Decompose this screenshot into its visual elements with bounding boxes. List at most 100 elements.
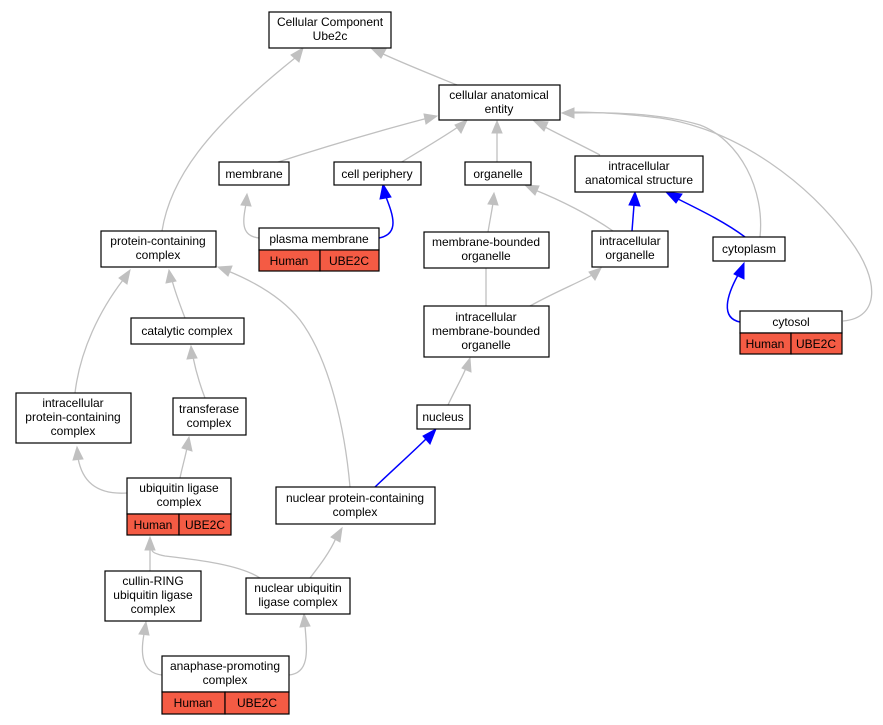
edge-cytosol-to-cae — [571, 111, 873, 322]
edge-arrowhead — [532, 120, 549, 132]
node-label: intracellular — [599, 234, 660, 248]
node-cytosol[interactable]: cytosol Human UBE2C — [739, 310, 843, 355]
edge-nulc-to-npcc — [309, 537, 337, 579]
edge-cytosol-to-cytoplasm — [726, 274, 741, 323]
node-label: intracellular — [455, 310, 516, 324]
node-cullin-ring-ubiquitin-ligase-complex[interactable]: cullin-RING ubiquitin ligase complex — [104, 570, 202, 622]
node-membrane-bounded-organelle[interactable]: membrane-bounded organelle — [423, 231, 550, 269]
edge-arrowhead-blue — [733, 261, 745, 280]
node-intracellular-organelle[interactable]: intracellular organelle — [591, 230, 669, 268]
edge-ulc-to-transferase — [179, 447, 188, 479]
edge-ulc-to-ipcc — [77, 457, 128, 494]
node-label: membrane-bounded — [432, 235, 540, 249]
annotation-gene: UBE2C — [185, 518, 225, 532]
edge-protein-complex-to-root — [161, 57, 296, 232]
node-label: membrane-bounded — [432, 324, 540, 338]
edge-arrowhead — [290, 46, 304, 63]
node-anaphase-promoting-complex[interactable]: anaphase-promoting complex Human UBE2C — [161, 655, 290, 715]
part-of-edges — [374, 182, 746, 488]
annotation-species: Human — [746, 337, 785, 351]
node-cytoplasm[interactable]: cytoplasm — [712, 236, 786, 262]
node-label: Cellular Component — [277, 15, 384, 29]
edge-arrowhead — [240, 192, 252, 207]
node-organelle[interactable]: organelle — [464, 161, 532, 186]
node-label: organelle — [461, 249, 511, 263]
annotation-gene: UBE2C — [329, 254, 369, 268]
edge-apc-to-nulc — [288, 625, 308, 676]
edge-arrowhead — [299, 612, 311, 628]
edge-nulc-to-ulc — [151, 549, 261, 579]
node-intracellular-membrane-bounded-organelle[interactable]: intracellular membrane-bounded organelle — [423, 305, 550, 358]
edge-plasma-membrane-to-cell-periphery — [378, 196, 394, 239]
edge-arrowhead — [138, 620, 150, 636]
edge-arrowhead — [588, 267, 602, 281]
node-label: cytosol — [772, 315, 809, 329]
node-intracellular-anatomical-structure[interactable]: intracellular anatomical structure — [574, 155, 704, 193]
edge-arrowhead — [181, 435, 193, 452]
annotation-gene-cell — [319, 249, 380, 272]
edge-arrowhead — [369, 47, 387, 59]
node-plasma-membrane[interactable]: plasma membrane Human UBE2C — [258, 227, 380, 272]
node-label: anatomical structure — [585, 173, 693, 187]
node-transferase-complex[interactable]: transferase complex — [172, 397, 247, 436]
edge-arrowhead — [454, 119, 468, 134]
edge-catalytic-to-protein-complex — [171, 279, 186, 319]
node-label: complex — [51, 424, 96, 438]
node-catalytic-complex[interactable]: catalytic complex — [130, 317, 245, 345]
node-cellular-anatomical-entity[interactable]: cellular anatomical entity — [438, 84, 561, 121]
edge-arrowhead-blue — [379, 182, 392, 200]
node-label: ubiquitin ligase — [113, 588, 193, 602]
node-membrane[interactable]: membrane — [218, 161, 290, 186]
node-label: cellular anatomical — [449, 88, 548, 102]
node-ubiquitin-ligase-complex[interactable]: ubiquitin ligase complex Human UBE2C — [126, 477, 232, 536]
node-label: intracellular — [42, 396, 103, 410]
annotation-gene: UBE2C — [237, 696, 277, 710]
node-label: catalytic complex — [141, 324, 232, 338]
edge-cell-periphery-to-cae — [399, 126, 459, 164]
edge-mbo-to-organelle — [487, 202, 494, 233]
edge-arrowhead — [144, 535, 156, 551]
edge-io-to-ias — [631, 204, 635, 232]
edge-arrowhead — [523, 184, 540, 196]
edge-npcc-to-nucleus — [374, 437, 428, 488]
edge-plasma-membrane-to-membrane — [243, 203, 260, 239]
node-label: organelle — [605, 248, 655, 262]
edge-imbo-to-io — [529, 274, 593, 307]
annotation-gene-cell — [178, 513, 232, 536]
node-label: membrane — [225, 167, 283, 181]
edge-arrowhead — [72, 445, 84, 461]
edge-arrowhead-blue — [628, 190, 641, 207]
node-label: nuclear protein-containing — [286, 491, 424, 505]
edge-arrowhead — [330, 526, 343, 543]
node-cell-periphery[interactable]: cell periphery — [333, 161, 422, 186]
node-label: intracellular — [608, 159, 669, 173]
node-nucleus[interactable]: nucleus — [416, 404, 471, 430]
node-label: complex — [131, 602, 176, 616]
node-label: complex — [187, 416, 232, 430]
node-label: cullin-RING — [122, 574, 183, 588]
node-label: anaphase-promoting — [170, 659, 280, 673]
edge-io-to-organelle — [534, 189, 614, 232]
node-label: cytoplasm — [722, 242, 776, 256]
node-nuclear-ubiquitin-ligase-complex[interactable]: nuclear ubiquitin ligase complex — [245, 577, 351, 615]
edge-transferase-to-catalytic — [192, 356, 206, 399]
annotation-species: Human — [270, 254, 309, 268]
node-label: protein-containing — [25, 410, 120, 424]
node-label: nucleus — [422, 410, 463, 424]
node-cellular-component-root[interactable]: Cellular Component Ube2c — [268, 11, 392, 49]
edge-nucleus-to-imbo — [447, 367, 467, 406]
node-label: ubiquitin ligase — [139, 481, 219, 495]
node-intracellular-protein-containing-complex[interactable]: intracellular protein-containing complex — [15, 392, 132, 444]
node-protein-containing-complex[interactable]: protein-containing complex — [100, 230, 217, 268]
edge-arrowhead — [165, 268, 177, 284]
node-label: protein-containing — [110, 234, 205, 248]
annotation-species: Human — [174, 696, 213, 710]
node-nuclear-protein-containing-complex[interactable]: nuclear protein-containing complex — [275, 486, 436, 525]
annotation-species: Human — [134, 518, 173, 532]
edge-arrowhead — [461, 356, 472, 373]
annotation-gene-cell — [790, 332, 843, 355]
node-label: complex — [203, 673, 248, 687]
edge-npcc-to-protein-complex — [227, 270, 351, 488]
edges — [72, 46, 873, 676]
